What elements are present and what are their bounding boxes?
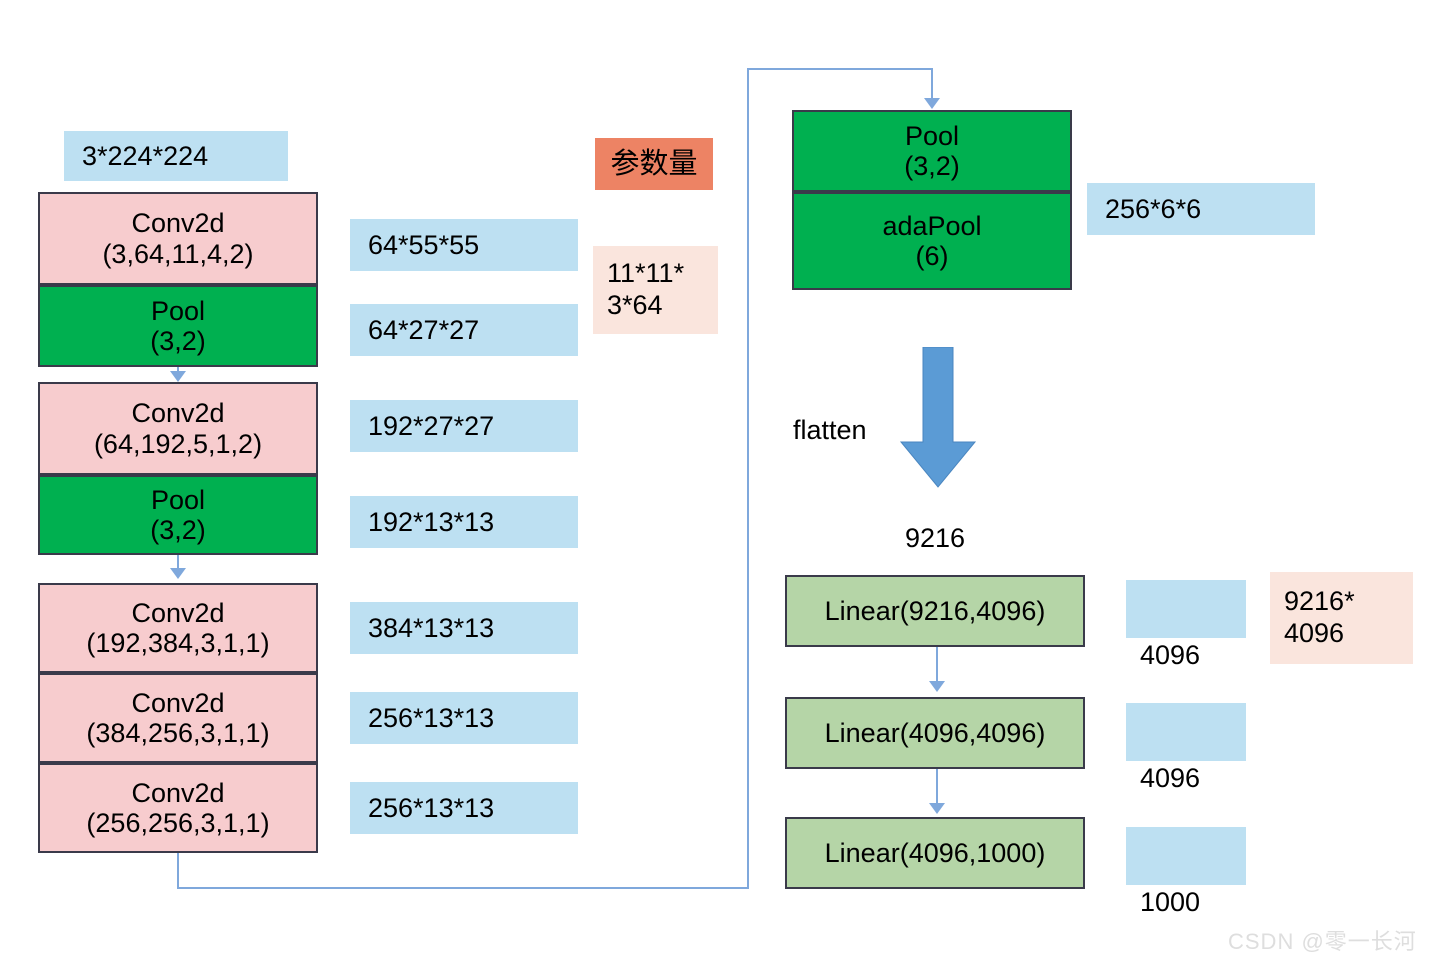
param-count-tag-label: 参数量 (610, 147, 698, 180)
block-conv4[interactable]: Conv2d (384,256,3,1,1) (38, 673, 318, 763)
block-adapool[interactable]: adaPool (6) (792, 192, 1072, 290)
arrowhead-conv3-icon (170, 568, 186, 579)
param-count-tag: 参数量 (595, 138, 713, 190)
linear-output-2-label: 4096 (1140, 762, 1201, 793)
feature-shape-6-label: 256*13*13 (368, 702, 495, 733)
arrowhead-linear2-icon (929, 681, 945, 692)
block-pool1[interactable]: Pool (3,2) (38, 285, 318, 367)
block-pool1-label: Pool (3,2) (150, 295, 206, 356)
flatten-output-text: 9216 (904, 522, 966, 553)
flatten-arrow-icon (899, 347, 977, 488)
block-conv4-label: Conv2d (384,256,3,1,1) (86, 687, 270, 748)
block-conv1[interactable]: Conv2d (3,64,11,4,2) (38, 192, 318, 285)
feature-shape-4: 192*13*13 (350, 496, 578, 548)
connector-pool2-conv3 (177, 555, 179, 575)
flatten-output-label: 9216 (880, 518, 990, 558)
linear-output-swatch-1 (1126, 580, 1246, 638)
param-count-linear1: 9216* 4096 (1270, 572, 1413, 664)
flatten-label: flatten (793, 410, 903, 450)
linear-output-3: 1000 (1140, 882, 1260, 922)
feature-shape-6: 256*13*13 (350, 692, 578, 744)
feature-shape-5: 384*13*13 (350, 602, 578, 654)
feature-shape-1: 64*55*55 (350, 219, 578, 271)
linear-output-swatch-3 (1126, 827, 1246, 885)
linear-output-3-label: 1000 (1140, 886, 1201, 917)
block-linear3[interactable]: Linear(4096,1000) (785, 817, 1085, 889)
linear-output-2: 4096 (1140, 758, 1260, 798)
block-conv3-label: Conv2d (192,384,3,1,1) (86, 597, 270, 658)
feature-shape-7: 256*13*13 (350, 782, 578, 834)
pool-output-shape: 256*6*6 (1087, 183, 1315, 235)
flatten-label-text: flatten (793, 414, 867, 445)
param-count-linear1-label: 9216* 4096 (1284, 586, 1355, 648)
linear-output-1-label: 4096 (1140, 639, 1201, 670)
feature-shape-3: 192*27*27 (350, 400, 578, 452)
feature-shape-2-label: 64*27*27 (368, 314, 480, 345)
arrowhead-conv2-icon (170, 371, 186, 382)
block-conv2-label: Conv2d (64,192,5,1,2) (93, 398, 263, 459)
block-conv5-label: Conv2d (256,256,3,1,1) (86, 777, 270, 838)
linear-output-swatch-2 (1126, 703, 1246, 761)
block-pool3-label: Pool (3,2) (904, 120, 960, 181)
linear-output-1: 4096 (1140, 635, 1260, 675)
input-shape-box: 3*224*224 (64, 131, 288, 181)
param-count-conv1: 11*11* 3*64 (593, 246, 718, 334)
block-pool2-label: Pool (3,2) (150, 484, 206, 545)
connector-linear1-linear2 (936, 647, 938, 689)
block-pool2[interactable]: Pool (3,2) (38, 475, 318, 555)
feedback-connector-across-bottom (177, 887, 749, 889)
block-conv1-label: Conv2d (3,64,11,4,2) (102, 208, 254, 269)
feature-shape-5-label: 384*13*13 (368, 612, 495, 643)
block-linear3-label: Linear(4096,1000) (824, 837, 1046, 868)
block-conv3[interactable]: Conv2d (192,384,3,1,1) (38, 583, 318, 673)
feature-shape-7-label: 256*13*13 (368, 792, 495, 823)
watermark-text: CSDN @零一长河 (1228, 929, 1417, 954)
block-linear1-label: Linear(9216,4096) (824, 595, 1046, 626)
feature-shape-1-label: 64*55*55 (368, 229, 480, 260)
param-count-conv1-label: 11*11* 3*64 (607, 258, 685, 320)
block-linear2[interactable]: Linear(4096,4096) (785, 697, 1085, 769)
block-adapool-label: adaPool (6) (882, 210, 982, 271)
feedback-connector-down (177, 852, 179, 888)
block-conv2[interactable]: Conv2d (64,192,5,1,2) (38, 382, 318, 475)
connector-linear2-linear3 (936, 769, 938, 811)
block-linear2-label: Linear(4096,4096) (824, 717, 1046, 748)
watermark: CSDN @零一长河 (1228, 924, 1417, 956)
feedback-connector-into-pool (931, 68, 933, 100)
input-shape-label: 3*224*224 (82, 140, 209, 171)
block-linear1[interactable]: Linear(9216,4096) (785, 575, 1085, 647)
pool-output-shape-label: 256*6*6 (1105, 193, 1202, 224)
block-pool3[interactable]: Pool (3,2) (792, 110, 1072, 192)
feature-shape-4-label: 192*13*13 (368, 506, 495, 537)
feature-shape-3-label: 192*27*27 (368, 410, 495, 441)
arrowhead-into-pool3-icon (924, 98, 940, 109)
feature-shape-2: 64*27*27 (350, 304, 578, 356)
arrowhead-linear3-icon (929, 803, 945, 814)
feedback-connector-up (747, 68, 749, 888)
block-conv5[interactable]: Conv2d (256,256,3,1,1) (38, 763, 318, 853)
feedback-connector-across-top (747, 68, 933, 70)
